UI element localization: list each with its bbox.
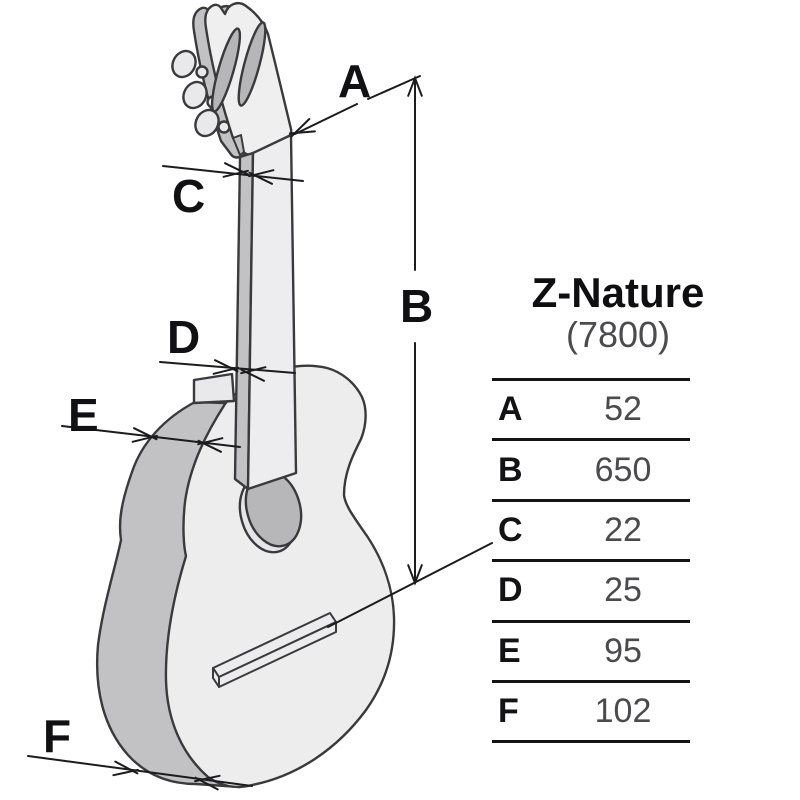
spec-value: 25 bbox=[604, 571, 642, 610]
dimension-label-b: B bbox=[400, 280, 433, 332]
spec-value: 52 bbox=[604, 390, 642, 429]
spec-value: 22 bbox=[604, 510, 642, 549]
spec-value: 95 bbox=[604, 631, 642, 670]
headstock-slot-icon bbox=[237, 21, 267, 107]
spec-table: A 52 B 650 C 22 D 25 E 95 F 102 bbox=[492, 378, 690, 744]
model-number: (7800) bbox=[565, 314, 671, 355]
fingerboard bbox=[246, 133, 298, 491]
dimension-e-line bbox=[61, 425, 241, 453]
bridge bbox=[212, 612, 337, 688]
tuner-knob-icon bbox=[182, 80, 208, 110]
dimension-label-a: A bbox=[338, 55, 371, 107]
spec-label: A bbox=[498, 390, 523, 429]
spec-row-c: C 22 bbox=[492, 502, 690, 563]
spec-label: F bbox=[498, 692, 519, 731]
spec-row-d: D 25 bbox=[492, 562, 690, 623]
spec-label: E bbox=[498, 631, 521, 670]
dimension-c-line bbox=[162, 162, 304, 185]
model-name: Z-Nature bbox=[531, 269, 705, 316]
tuner-knob-icon bbox=[171, 49, 197, 79]
spec-table-header: Z-Nature (7800) bbox=[492, 270, 744, 354]
spec-row-b: B 650 bbox=[492, 441, 690, 502]
spec-label: C bbox=[498, 510, 523, 549]
dimension-d-line bbox=[159, 359, 296, 382]
spec-label: B bbox=[498, 450, 523, 489]
dimension-a-line bbox=[289, 75, 421, 138]
dimension-label-d: D bbox=[167, 311, 200, 363]
nut bbox=[232, 134, 245, 156]
dimension-label-f: F bbox=[43, 710, 71, 762]
dimension-f-line bbox=[27, 755, 253, 791]
spec-row-f: F 102 bbox=[492, 683, 690, 744]
spec-value: 102 bbox=[594, 692, 652, 731]
spec-label: D bbox=[498, 571, 523, 610]
tuner-shaft-icon bbox=[195, 65, 209, 79]
spec-row-e: E 95 bbox=[492, 623, 690, 683]
headstock-slot-icon bbox=[210, 27, 242, 113]
heel-step bbox=[192, 372, 236, 405]
dimension-label-c: C bbox=[172, 170, 205, 222]
spec-value: 650 bbox=[594, 450, 652, 489]
saddle-extension-line bbox=[327, 542, 493, 628]
dimension-label-e: E bbox=[68, 389, 99, 441]
spec-row-a: A 52 bbox=[492, 381, 690, 442]
